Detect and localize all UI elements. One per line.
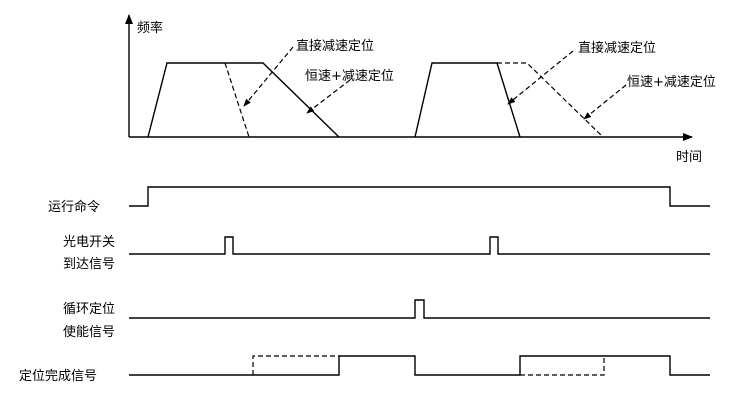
frequency-profile-2 [414,62,521,138]
annotation-leader-direct-decel-1 [243,46,294,107]
frequency-profile-1-direct-decel [224,62,250,138]
signal-label-cycle-enable-line2: 使能信号 [63,324,115,340]
annotation-leader-const-decel-1 [306,79,351,114]
signal-label-cycle-enable-line1: 循环定位 [63,302,115,317]
signal-label-photo-switch-line1: 光电开关 [63,235,115,250]
signal-position-complete-early-1 [252,355,339,375]
y-axis-label: 频率 [137,20,163,36]
x-axis-label: 时间 [676,150,702,165]
annotation-leader-direct-decel-2 [507,50,574,105]
signal-label-photo-switch-line2: 到达信号 [63,257,115,272]
signal-position-complete [129,355,710,376]
annotation-const-decel-2: 恒速+减速定位 [627,75,716,90]
signal-cycle-enable [129,299,710,319]
signal-position-complete-late-2 [520,356,605,376]
frequency-profile-2-constant-decel [497,62,604,138]
annotation-direct-decel-2: 直接减速定位 [578,40,656,56]
annotation-direct-decel-1: 直接减速定位 [296,38,374,54]
signal-photo-switch [129,236,710,255]
annotation-leader-const-decel-2 [583,84,627,120]
annotation-const-decel-1: 恒速+减速定位 [305,69,394,84]
frequency-profile-1 [147,62,340,138]
signal-run-command [129,186,710,207]
signal-label-run-command: 运行命令 [48,199,100,215]
signal-label-position-complete: 定位完成信号 [19,369,97,384]
